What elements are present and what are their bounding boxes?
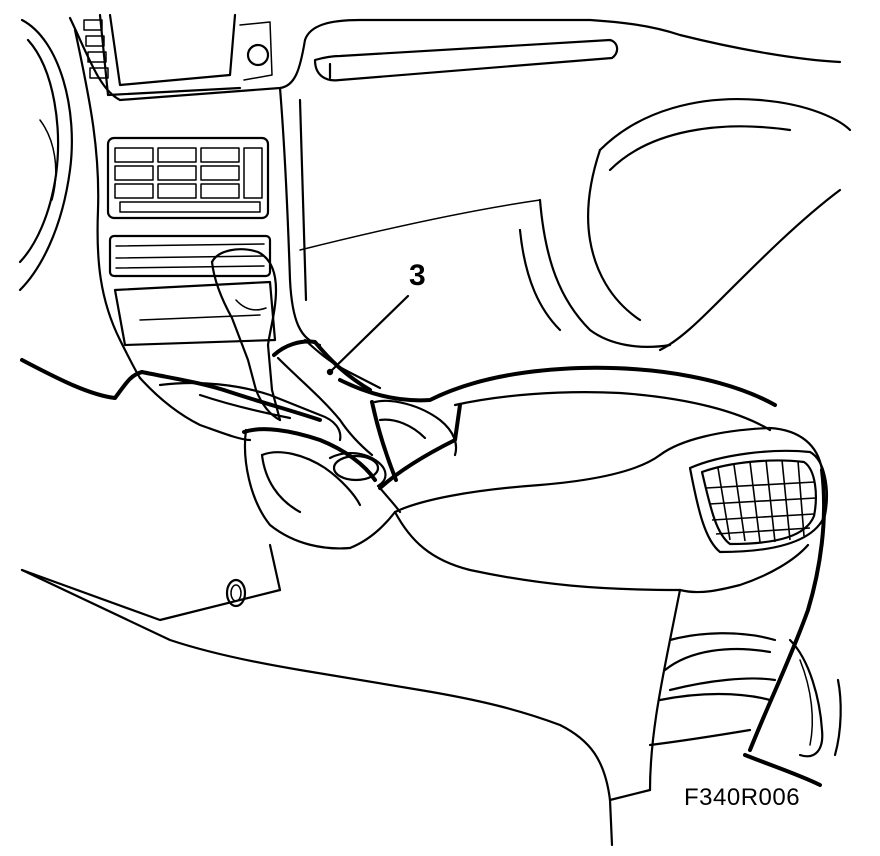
console-front	[138, 370, 377, 550]
floor	[20, 358, 614, 847]
passenger-seat	[299, 97, 852, 352]
dashboard	[68, 13, 842, 380]
armrest	[338, 365, 824, 592]
shifter-trim-panel	[272, 338, 382, 457]
steering-wheel	[18, 18, 73, 292]
gear-lever	[210, 248, 282, 422]
console-rear	[608, 468, 842, 802]
callout-leader-3	[326, 294, 410, 376]
dashboard-vents	[83, 19, 109, 79]
climate-buttons	[114, 147, 263, 213]
figure-code: F340R006	[684, 784, 801, 811]
cup-holder	[328, 399, 458, 488]
callout-label-3: 3	[409, 259, 426, 292]
air-vent	[688, 449, 828, 554]
